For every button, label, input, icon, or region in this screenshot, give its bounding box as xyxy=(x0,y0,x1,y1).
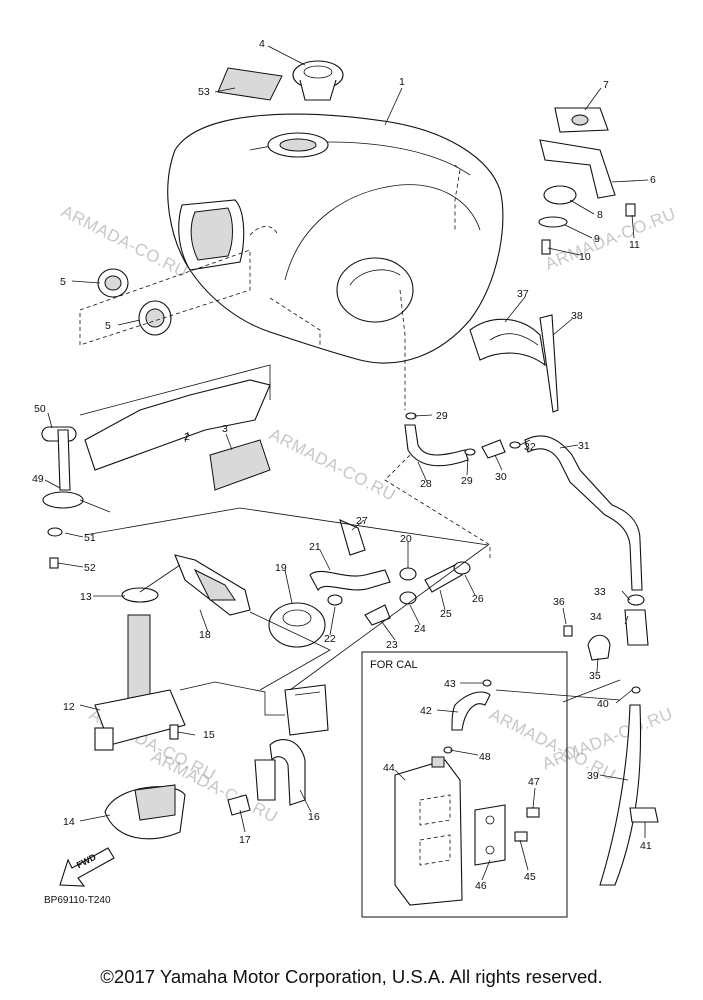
callout-43: 43 xyxy=(444,678,456,690)
callout-16: 16 xyxy=(308,811,320,823)
fuel-tank xyxy=(167,113,504,410)
callout-24: 24 xyxy=(414,623,426,635)
callout-15: 15 xyxy=(203,729,215,741)
callout-12: 12 xyxy=(63,701,75,713)
callout-2: 2 xyxy=(184,431,190,443)
callout-7: 7 xyxy=(603,79,609,91)
callout-37: 37 xyxy=(517,288,529,300)
fwd-arrow-icon xyxy=(59,847,115,887)
callout-4: 4 xyxy=(259,38,265,50)
callout-5: 5 xyxy=(60,276,66,288)
callout-52: 52 xyxy=(84,562,96,574)
watermark: ARMADA-CO.RU xyxy=(266,425,399,505)
leader-lines xyxy=(44,45,649,881)
callout-21: 21 xyxy=(309,541,321,553)
fuel-cap xyxy=(292,60,344,101)
callouts: 1 2 3 4 5 5 6 7 8 9 10 11 12 13 14 15 16… xyxy=(32,38,656,892)
tank-caps xyxy=(97,268,172,336)
callout-36: 36 xyxy=(553,596,565,608)
label-sticker xyxy=(217,67,283,101)
callout-32: 32 xyxy=(524,441,536,453)
callout-13: 13 xyxy=(80,591,92,603)
callout-19: 19 xyxy=(275,562,287,574)
callout-50: 50 xyxy=(34,403,46,415)
callout-10: 10 xyxy=(579,251,591,263)
callout-25: 25 xyxy=(440,608,452,620)
callout-35: 35 xyxy=(589,670,601,682)
callout-34: 34 xyxy=(590,611,602,623)
callout-8: 8 xyxy=(597,209,603,221)
callout-14: 14 xyxy=(63,816,75,828)
rear-mount-bracket xyxy=(538,107,636,255)
callout-11: 11 xyxy=(629,239,640,251)
callout-39: 39 xyxy=(587,770,599,782)
callout-46: 46 xyxy=(475,880,487,892)
callout-29b: 29 xyxy=(461,475,473,487)
callout-17: 17 xyxy=(239,834,251,846)
callout-41: 41 xyxy=(640,840,652,852)
fuel-sender xyxy=(42,429,111,569)
callout-30: 30 xyxy=(495,471,507,483)
callout-44: 44 xyxy=(383,762,395,774)
callout-51: 51 xyxy=(84,532,96,544)
callout-49: 49 xyxy=(32,473,44,485)
callout-48: 48 xyxy=(479,751,491,763)
solenoid-valve xyxy=(227,684,329,816)
for-cal-inset xyxy=(361,651,568,918)
callout-33: 33 xyxy=(594,586,606,598)
callout-22: 22 xyxy=(324,633,336,645)
copyright-footer: ©2017 Yamaha Motor Corporation, U.S.A. A… xyxy=(100,966,603,987)
callout-6: 6 xyxy=(650,174,656,186)
callout-1: 1 xyxy=(399,76,405,88)
fuel-hoses xyxy=(309,412,521,626)
callout-53: 53 xyxy=(198,86,210,98)
callout-3: 3 xyxy=(222,423,228,435)
fuel-filter xyxy=(174,554,326,648)
callout-42: 42 xyxy=(420,705,432,717)
callout-40: 40 xyxy=(597,698,609,710)
assembly-lines xyxy=(84,507,621,716)
figure-code: BP69110-T240 xyxy=(44,895,111,906)
callout-27: 27 xyxy=(356,515,368,527)
callout-23: 23 xyxy=(386,639,398,651)
callout-9: 9 xyxy=(594,233,600,245)
inset-label: FOR CAL xyxy=(370,659,418,671)
breather-hoses xyxy=(469,314,659,886)
callout-26: 26 xyxy=(472,593,484,605)
callout-47: 47 xyxy=(528,776,540,788)
fuel-cock xyxy=(94,587,186,840)
callout-45: 45 xyxy=(524,871,536,883)
callout-5b: 5 xyxy=(105,320,111,332)
callout-38: 38 xyxy=(571,310,583,322)
callout-29: 29 xyxy=(436,410,448,422)
callout-31: 31 xyxy=(578,440,590,452)
callout-28: 28 xyxy=(420,478,432,490)
callout-20: 20 xyxy=(400,533,412,545)
callout-18: 18 xyxy=(199,629,211,641)
watermark: ARMADA-CO.RU xyxy=(542,204,678,274)
